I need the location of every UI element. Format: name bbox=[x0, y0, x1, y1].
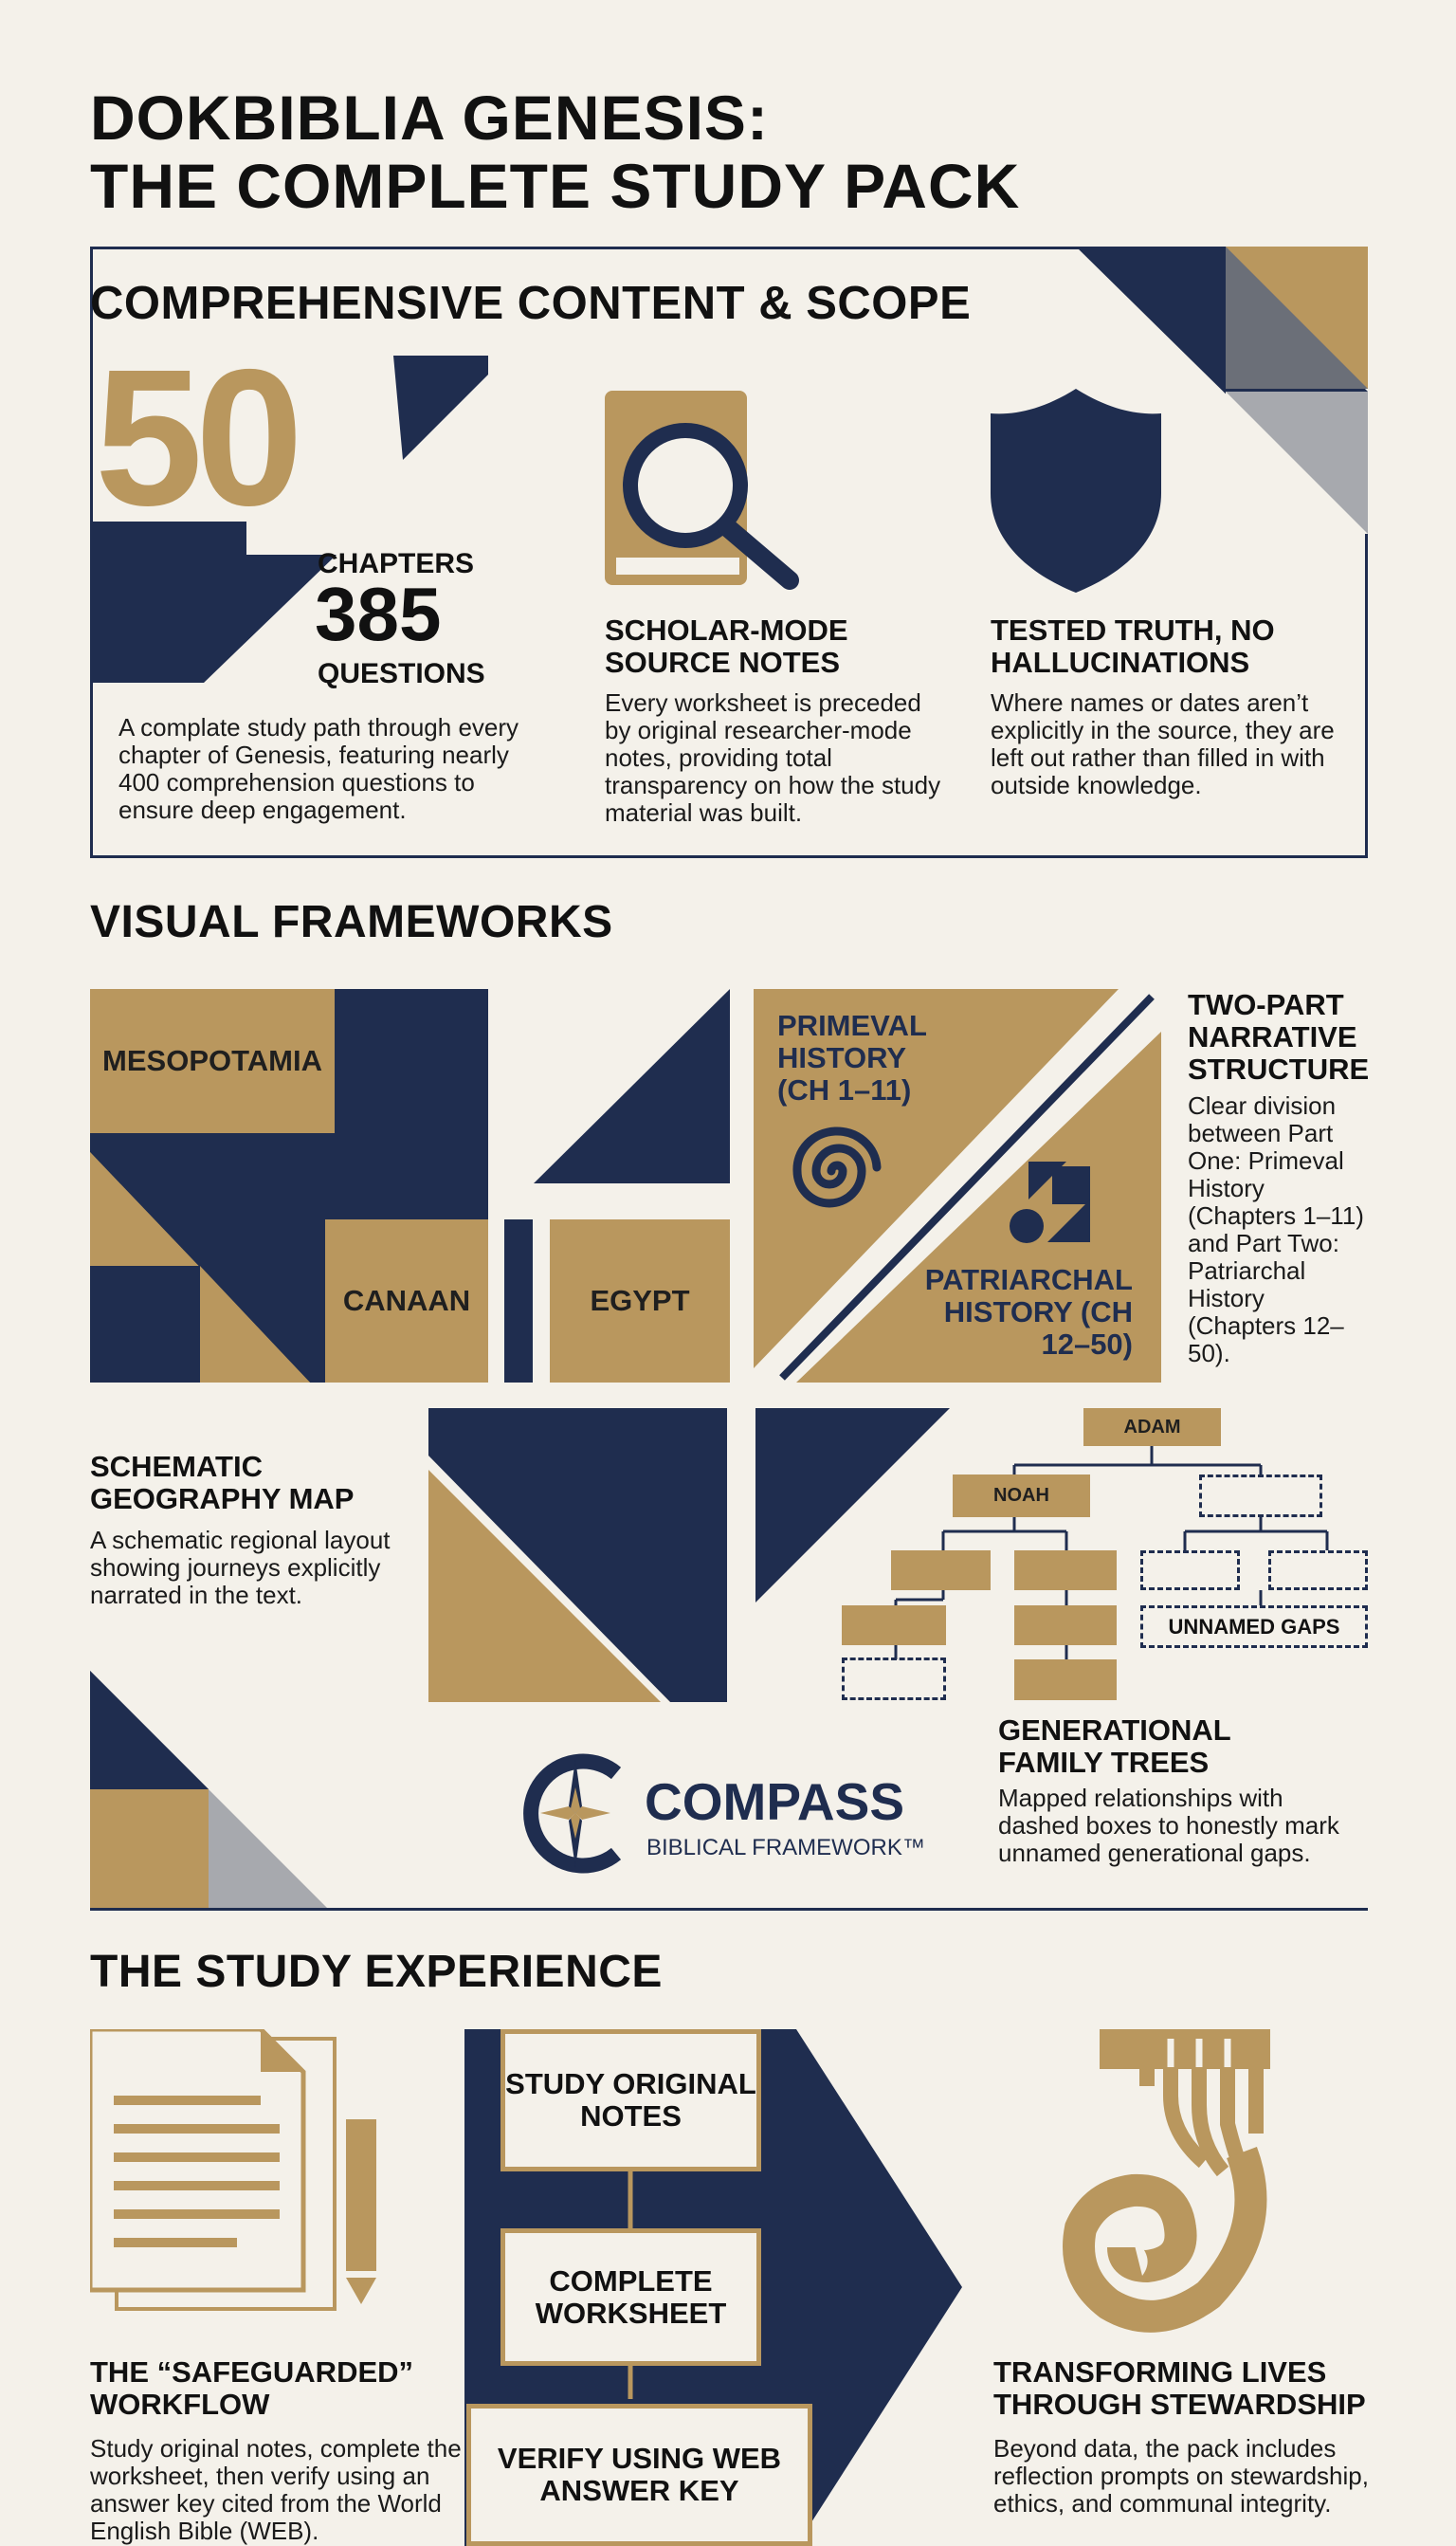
truth-description: Where names or dates aren’t explicitly i… bbox=[991, 688, 1335, 799]
transform-title: TRANSFORMING LIVES THROUGH STEWARDSHIP bbox=[993, 2355, 1366, 2421]
patriarchal-label: PATRIARCHAL HISTORY (CH 12–50) bbox=[924, 1263, 1133, 1361]
truth-title: TESTED TRUTH, NO HALLUCINATIONS bbox=[991, 614, 1275, 679]
experience-heading: THE STUDY EXPERIENCE bbox=[90, 1947, 663, 1997]
tree-node bbox=[891, 1550, 991, 1590]
map-navy-triangle bbox=[534, 989, 730, 1183]
big-number-50: 50 bbox=[95, 329, 303, 546]
step-study-notes: STUDY ORIGINAL NOTES bbox=[500, 2029, 761, 2171]
step-verify: VERIFY USING WEB ANSWER KEY bbox=[466, 2404, 812, 2546]
scholar-description: Every worksheet is preceded by original … bbox=[605, 688, 941, 827]
tree-noah: NOAH bbox=[953, 1474, 1090, 1517]
menorah-seed-icon bbox=[1063, 2029, 1270, 2333]
family-description: Mapped relationships with dashed boxes t… bbox=[998, 1784, 1339, 1867]
compass-name: COMPASS bbox=[645, 1772, 905, 1831]
scholar-title: SCHOLAR-MODE SOURCE NOTES bbox=[605, 614, 848, 679]
map-canaan: CANAAN bbox=[325, 1219, 488, 1383]
tree-gap-box bbox=[842, 1658, 946, 1700]
book-magnifier-icon bbox=[605, 391, 799, 590]
tree-gap-box bbox=[1140, 1550, 1240, 1590]
compass-subtitle: BIBLICAL FRAMEWORK™ bbox=[646, 1835, 925, 1860]
stats-graphic bbox=[90, 356, 488, 683]
corner-graphic bbox=[1076, 247, 1368, 534]
family-title: GENERATIONAL FAMILY TREES bbox=[998, 1713, 1231, 1779]
tree-gaps-label: UNNAMED GAPS bbox=[1140, 1605, 1368, 1648]
title-line-1: DOKBIBLIA GENESIS: bbox=[90, 82, 769, 153]
primeval-label: PRIMEVAL HISTORY (CH 1–11) bbox=[777, 1009, 927, 1107]
two-part-title: TWO-PART NARRATIVE STRUCTURE bbox=[1188, 988, 1370, 1086]
shield-icon bbox=[991, 389, 1161, 593]
scope-panel-right-border bbox=[1365, 531, 1368, 858]
tree-adam: ADAM bbox=[1083, 1408, 1221, 1446]
map-mesopotamia: MESOPOTAMIA bbox=[90, 989, 335, 1133]
two-part-description: Clear division between Part One: Primeva… bbox=[1188, 1091, 1364, 1367]
map-triangles bbox=[90, 1152, 310, 1383]
section-divider bbox=[90, 1908, 1368, 1911]
questions-number: 385 bbox=[315, 572, 442, 656]
mid-shapes bbox=[428, 1408, 950, 1702]
spiral-icon bbox=[792, 1126, 882, 1208]
tree-gap-box bbox=[1268, 1550, 1368, 1590]
page-title: DOKBIBLIA GENESIS: THE COMPLETE STUDY PA… bbox=[90, 83, 1020, 220]
two-part-graphic bbox=[754, 989, 1161, 1383]
map-divider bbox=[504, 1219, 533, 1383]
tree-node bbox=[1014, 1659, 1117, 1700]
tree-gap-box bbox=[1199, 1474, 1322, 1517]
visual-heading: VISUAL FRAMEWORKS bbox=[90, 897, 613, 947]
title-line-2: THE COMPLETE STUDY PACK bbox=[90, 151, 1021, 221]
geo-title: SCHEMATIC GEOGRAPHY MAP bbox=[90, 1450, 355, 1515]
stats-description: A complate study path through every chap… bbox=[118, 713, 519, 824]
corner-block-bottom bbox=[90, 1671, 327, 1908]
questions-label: QUESTIONS bbox=[318, 658, 485, 689]
compass-logo-icon bbox=[523, 1753, 622, 1874]
geo-description: A schematic regional layout showing jour… bbox=[90, 1526, 391, 1609]
workflow-title: THE “SAFEGUARDED” WORKFLOW bbox=[90, 2355, 414, 2421]
tree-node bbox=[1014, 1550, 1117, 1590]
map-egypt: EGYPT bbox=[550, 1219, 730, 1383]
workflow-description: Study original notes, complete the works… bbox=[90, 2434, 462, 2545]
shapes-icon bbox=[1010, 1162, 1090, 1243]
chapters-label: CHAPTERS bbox=[318, 548, 475, 579]
transform-description: Beyond data, the pack includes reflectio… bbox=[993, 2434, 1369, 2518]
tree-node bbox=[842, 1605, 946, 1645]
step-complete-worksheet: COMPLETE WORKSHEET bbox=[500, 2228, 761, 2366]
scope-heading: COMPREHENSIVE CONTENT & SCOPE bbox=[90, 278, 972, 329]
tree-node bbox=[1014, 1605, 1117, 1645]
document-pencil-icon bbox=[90, 2029, 376, 2311]
